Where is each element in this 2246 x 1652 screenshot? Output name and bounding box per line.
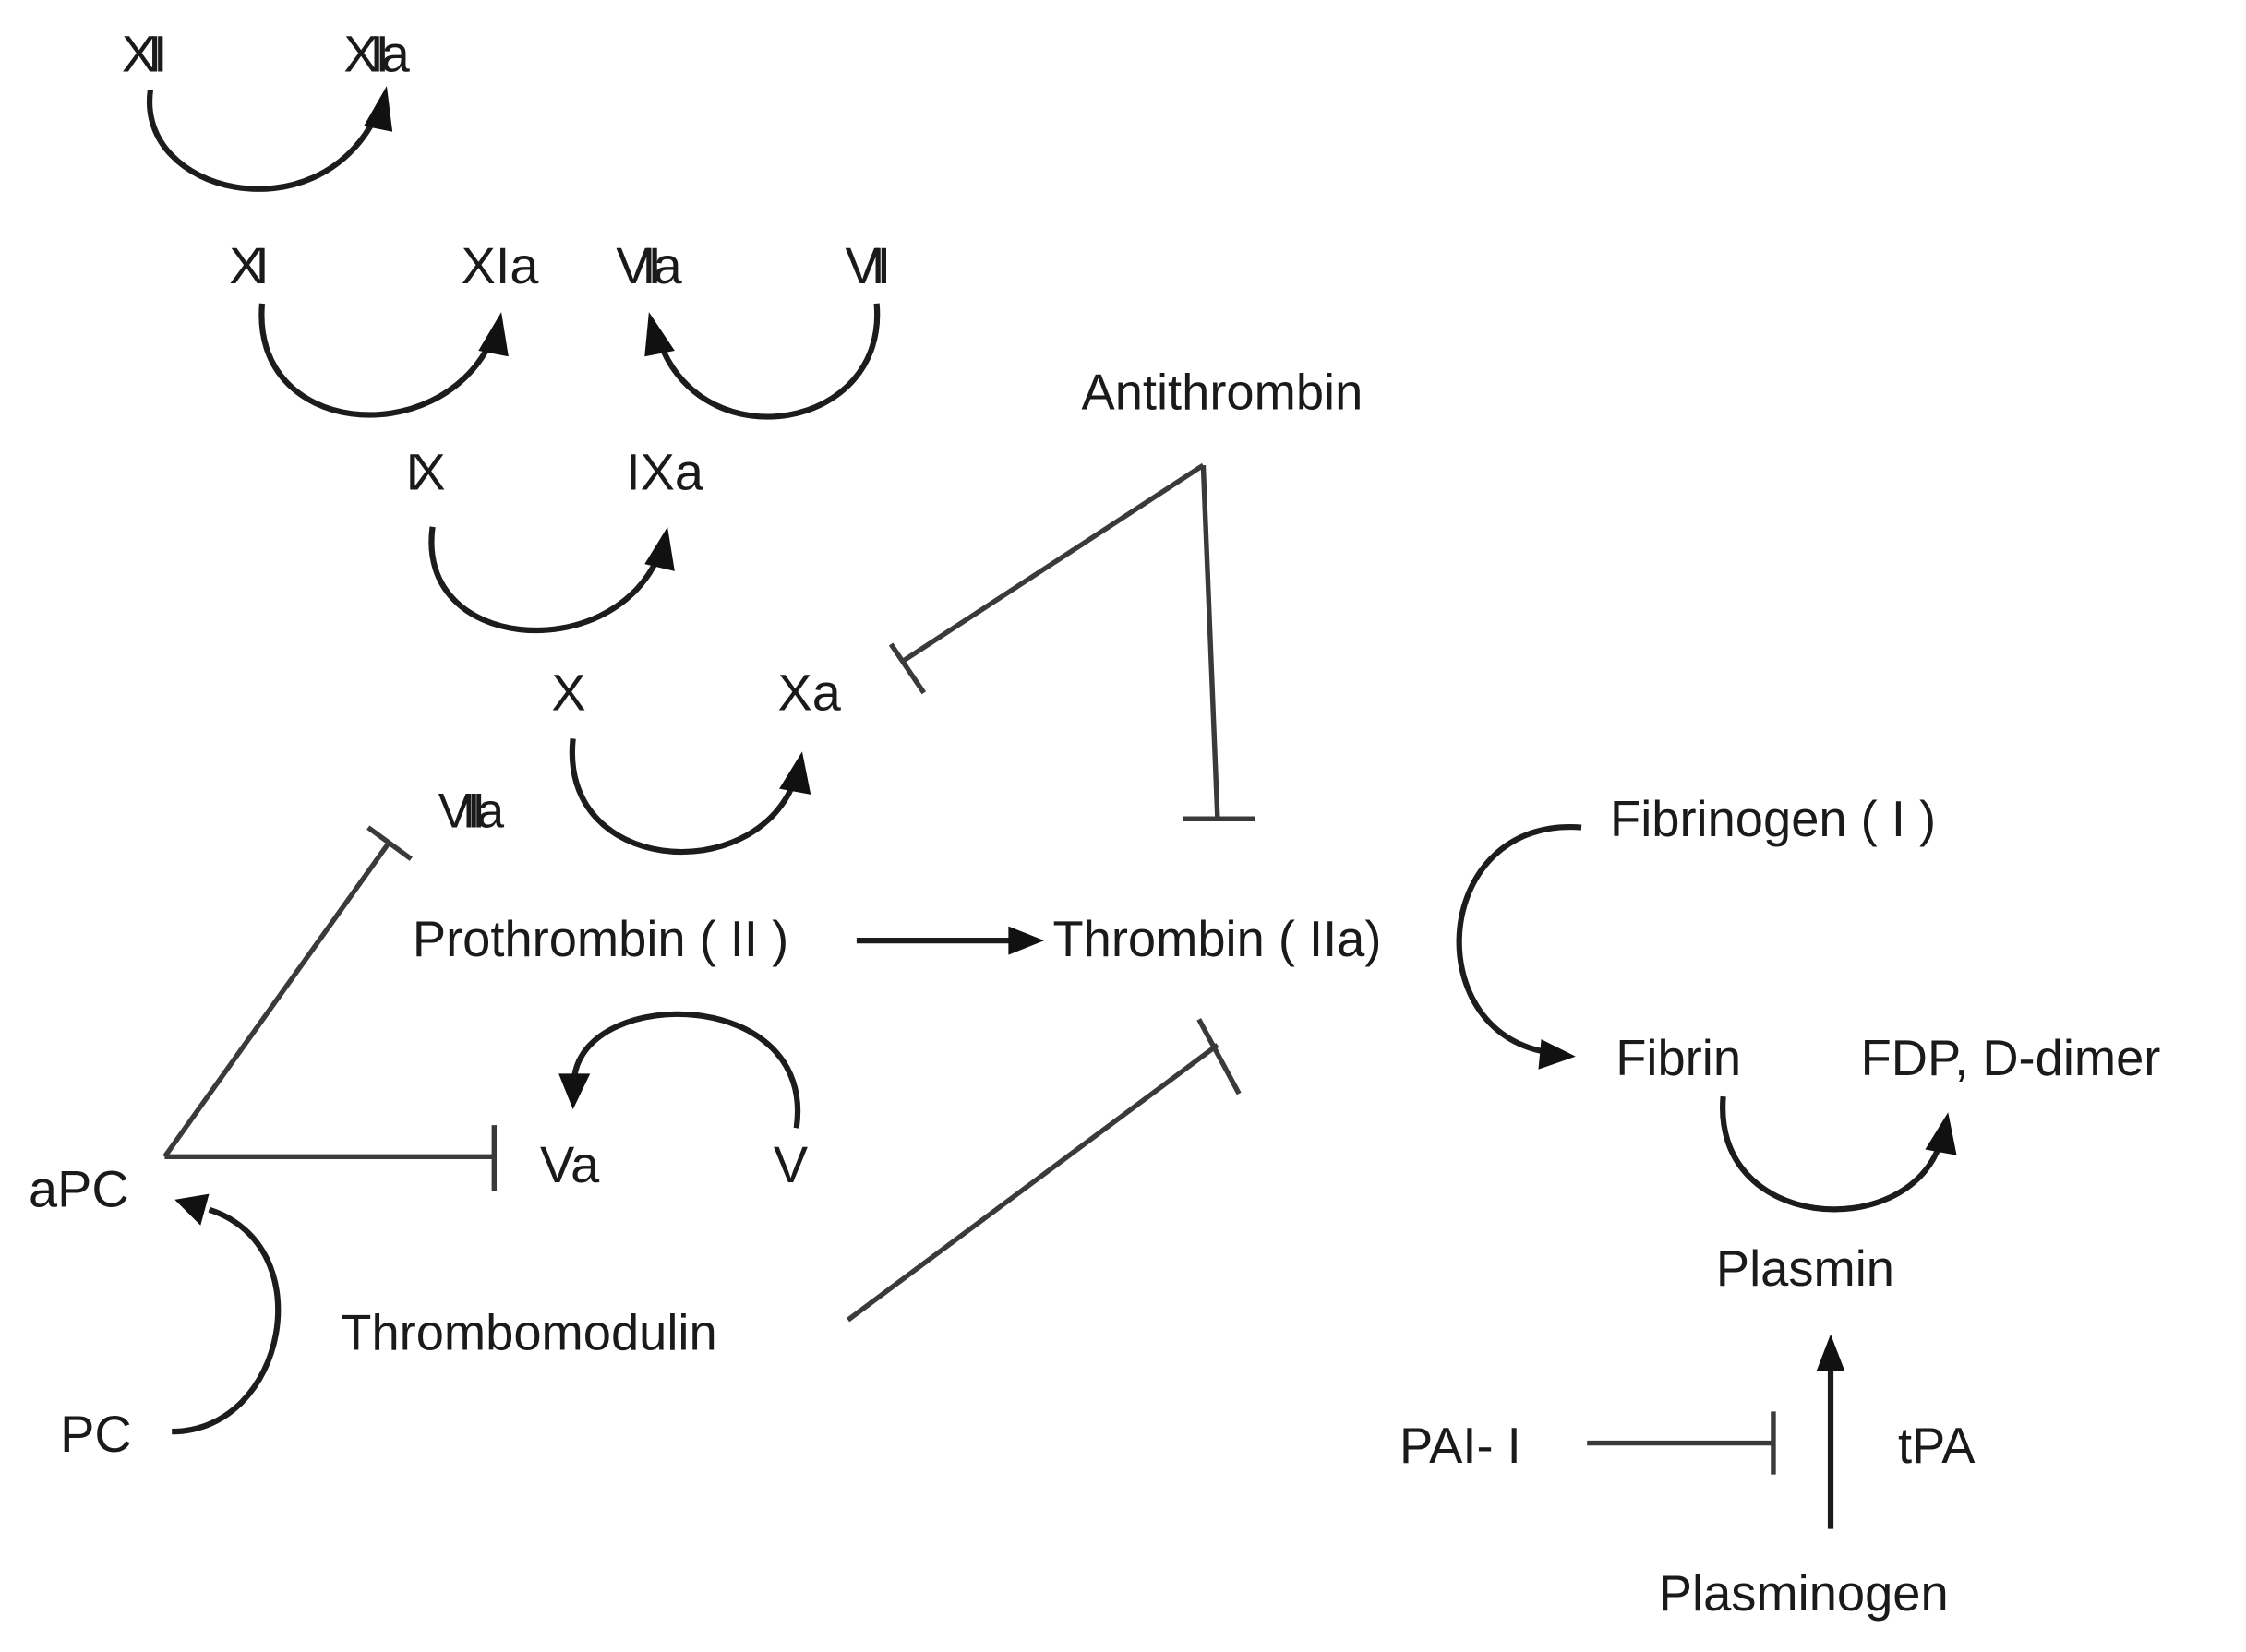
inhibition-pai1-tpa <box>1587 1411 1776 1475</box>
node-pai-1: PAI- I <box>1399 1418 1521 1474</box>
node-tpa: tPA <box>1898 1418 1976 1474</box>
node-fibrinogen: Fibrinogen ( I ) <box>1610 791 1936 847</box>
node-va: Va <box>540 1135 600 1193</box>
node-xa: Xa <box>778 663 842 721</box>
node-vii: VII <box>845 236 886 294</box>
arrow-v-to-va <box>558 1011 801 1129</box>
node-pc: PC <box>60 1405 132 1463</box>
node-xi: XI <box>229 236 265 294</box>
node-ixa: IXa <box>626 442 704 500</box>
inhibition-apc-va <box>164 1125 498 1191</box>
node-thrombin: Thrombin ( IIa) <box>1052 911 1381 967</box>
arrow-fibrin-to-fdp <box>1720 1095 1957 1213</box>
arrow-ix-to-ixa <box>428 526 675 634</box>
node-plasminogen: Plasminogen <box>1659 1565 1949 1622</box>
arrow-prothrombin-to-thrombin <box>856 926 1045 955</box>
arrow-xi-to-xia <box>258 303 509 418</box>
node-xiia: XIIa <box>343 25 410 83</box>
node-fdp-d-dimer: FDP, D-dimer <box>1861 1030 2161 1086</box>
inhibition-antithrombin-thrombin <box>1183 465 1255 821</box>
node-v: V <box>774 1135 808 1193</box>
arrow-vii-to-viia <box>644 303 881 420</box>
node-viiia: VIIIa <box>438 784 505 839</box>
arrow-x-to-xa <box>569 738 811 856</box>
node-xii: XII <box>122 25 163 83</box>
node-apc: aPC <box>29 1160 129 1218</box>
node-thrombomodulin: Thrombomodulin <box>341 1305 716 1361</box>
node-prothrombin: Prothrombin ( II ) <box>413 911 788 967</box>
arrow-pc-to-apc <box>172 1193 282 1435</box>
inhibition-apc-viiia <box>162 825 413 1158</box>
node-plasmin: Plasmin <box>1716 1240 1894 1297</box>
node-ix: IX <box>405 442 445 500</box>
node-xia: XIa <box>462 236 540 294</box>
inhibition-antithrombin-xa <box>888 462 1205 695</box>
inhibition-thrombomodulin-thrombin <box>846 1018 1242 1323</box>
arrow-fibrinogen-to-fibrin <box>1456 824 1582 1070</box>
arrow-xii-to-xiia <box>146 86 393 192</box>
node-fibrin: Fibrin <box>1615 1030 1741 1086</box>
arrow-plasminogen-to-plasmin <box>1816 1334 1845 1529</box>
node-x: X <box>551 663 585 721</box>
node-viia: VIIa <box>616 236 682 294</box>
node-antithrombin: Antithrombin <box>1082 365 1363 421</box>
